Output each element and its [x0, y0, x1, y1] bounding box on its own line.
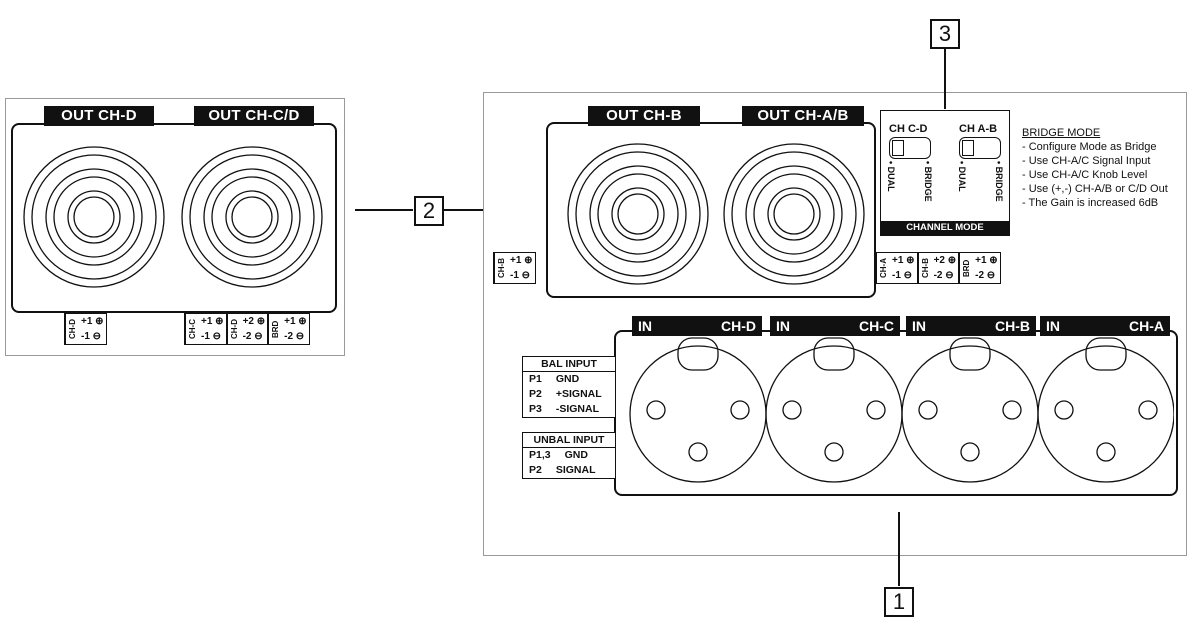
switch-cd-bridge-label: • BRIDGE	[923, 161, 933, 202]
terminal-minus: -2 ⊖	[933, 270, 954, 281]
speakon-connector-4	[723, 143, 865, 285]
xlr-connectors	[629, 337, 1174, 483]
callout-1-leader	[898, 512, 900, 586]
input-tab-ch-a: IN CH-A	[1040, 316, 1170, 336]
bridge-mode-line: - The Gain is increased 6dB	[1022, 197, 1159, 209]
terminal-plus: +1 ⊕	[975, 255, 998, 266]
callout-3-leader	[944, 49, 946, 109]
bridge-mode-info: BRIDGE MODE - Configure Mode as Bridge -…	[1022, 126, 1168, 210]
terminal-channel-label: CH-B	[917, 253, 932, 283]
mode-switch-ch-ab[interactable]	[959, 137, 1001, 159]
callout-3: 3	[930, 19, 960, 49]
switch-ab-dual-label: • DUAL	[957, 161, 967, 192]
terminal-minus: -2 ⊖	[242, 331, 263, 342]
terminal-minus: -1 ⊖	[510, 270, 531, 281]
terminal-channel-label: CH-D	[65, 314, 79, 344]
input-tab-ch: CH-B	[995, 318, 1030, 334]
pin-value: SIGNAL	[555, 464, 596, 476]
pin-label: P1,3	[529, 449, 551, 461]
terminal-ch-d: CH-D +1 ⊕ -1 ⊖	[64, 313, 107, 345]
xlr-connector-ch-b	[901, 337, 1039, 483]
pin-value: +SIGNAL	[555, 388, 602, 400]
bridge-mode-line: - Use CH-A/C Knob Level	[1022, 169, 1148, 181]
mode-switch-ch-cd[interactable]	[889, 137, 931, 159]
pin-value: -SIGNAL	[555, 403, 600, 415]
terminal-ch-b: CH-B +1 ⊕ -1 ⊖	[493, 252, 536, 284]
terminal-minus: -1 ⊖	[892, 270, 913, 281]
terminal-minus: -2 ⊖	[284, 331, 305, 342]
terminal-ch-a-b-brd: CH-A +1 ⊕ -1 ⊖ CH-B +2 ⊕ -2 ⊖ BRD +1 ⊕ -2 ⊖	[875, 252, 1001, 284]
bal-input-title: BAL INPUT	[523, 357, 615, 372]
speaker-output-box	[546, 122, 876, 298]
speakon-connector-3	[567, 143, 709, 285]
input-tab-ch-d: IN CH-D	[632, 316, 762, 336]
tab-out-ch-d: OUT CH-D	[44, 106, 154, 126]
terminal-channel-label: CH-D	[226, 314, 241, 344]
input-tab-in: IN	[1046, 318, 1060, 334]
unbal-input-title: UNBAL INPUT	[523, 433, 615, 448]
xlr-connector-ch-d	[629, 337, 767, 483]
xlr-connector-ch-a	[1037, 337, 1174, 483]
xlr-connector-ch-c	[765, 337, 903, 483]
terminal-channel-label: BRD	[959, 253, 974, 283]
switch-ab-bridge-label: • BRIDGE	[994, 161, 1004, 202]
switch-label-ch-cd: CH C-D	[889, 123, 928, 135]
left-panel: OUT CH-D OUT CH-C/D CH-D +1 ⊕ -1 ⊖ CH-C +…	[5, 98, 345, 356]
terminal-minus: -1 ⊖	[201, 331, 222, 342]
input-tab-ch-b: IN CH-B	[906, 316, 1036, 336]
input-tab-ch-c: IN CH-C	[770, 316, 900, 336]
terminal-plus: +1 ⊕	[201, 316, 224, 327]
terminal-plus: +1 ⊕	[510, 255, 533, 266]
callout-2-leader-left	[355, 209, 413, 211]
pin-label: P3	[529, 403, 542, 415]
pin-label: P2	[529, 464, 542, 476]
callout-2-leader-right	[444, 209, 502, 211]
input-tab-in: IN	[638, 318, 652, 334]
speakon-connector-2	[181, 146, 323, 288]
speakon-connectors	[23, 146, 323, 288]
channel-mode-box: CH C-D CH A-B • DUAL • BRIDGE • DUAL • B…	[880, 110, 1010, 236]
terminal-plus: +2 ⊕	[242, 316, 266, 327]
terminal-plus: +2 ⊕	[933, 255, 957, 266]
input-tab-in: IN	[912, 318, 926, 334]
input-tab-ch: CH-C	[859, 318, 894, 334]
terminal-channel-label: CH-C	[185, 314, 199, 344]
bal-input-legend: BAL INPUT P1 GND P2 +SIGNAL P3 -SIGNAL	[522, 356, 616, 418]
switch-cd-dual-label: • DUAL	[886, 161, 896, 192]
pin-value: GND	[555, 373, 580, 385]
tab-out-ch-ab: OUT CH-A/B	[742, 106, 864, 126]
terminal-channel-label: CH-A	[876, 253, 890, 283]
pin-label: P2	[529, 388, 542, 400]
channel-mode-footer: CHANNEL MODE	[881, 221, 1009, 235]
bridge-mode-title: BRIDGE MODE	[1022, 127, 1101, 139]
input-tab-ch: CH-D	[721, 318, 756, 334]
callout-1: 1	[884, 587, 914, 617]
pin-label: P1	[529, 373, 542, 385]
terminal-plus: +1 ⊕	[892, 255, 915, 266]
switch-knob	[892, 140, 904, 156]
terminal-plus: +1 ⊕	[81, 316, 104, 327]
tab-out-ch-b: OUT CH-B	[588, 106, 700, 126]
pin-value: GND	[564, 449, 588, 461]
unbal-input-legend: UNBAL INPUT P1,3 GND P2 SIGNAL	[522, 432, 616, 479]
terminal-ch-c-d-brd: CH-C +1 ⊕ -1 ⊖ CH-D +2 ⊕ -2 ⊖ BRD +1 ⊕ -2 ⊖	[184, 313, 310, 345]
switch-label-ch-ab: CH A-B	[959, 123, 998, 135]
input-tab-ch: CH-A	[1129, 318, 1164, 334]
terminal-minus: -1 ⊖	[81, 331, 102, 342]
terminal-plus: +1 ⊕	[284, 316, 307, 327]
terminal-minus: -2 ⊖	[975, 270, 996, 281]
terminal-channel-label: BRD	[268, 314, 283, 344]
switch-knob	[962, 140, 974, 156]
input-tab-in: IN	[776, 318, 790, 334]
tab-out-ch-cd: OUT CH-C/D	[194, 106, 314, 126]
speakon-connectors-right	[567, 143, 865, 285]
terminal-channel-label: CH-B	[494, 253, 508, 283]
bridge-mode-line: - Use CH-A/C Signal Input	[1022, 155, 1151, 167]
speakon-connector-1	[23, 146, 165, 288]
bridge-mode-line: - Use (+,-) CH-A/B or C/D Out	[1022, 183, 1168, 195]
bridge-mode-line: - Configure Mode as Bridge	[1022, 141, 1157, 153]
callout-2: 2	[414, 196, 444, 226]
